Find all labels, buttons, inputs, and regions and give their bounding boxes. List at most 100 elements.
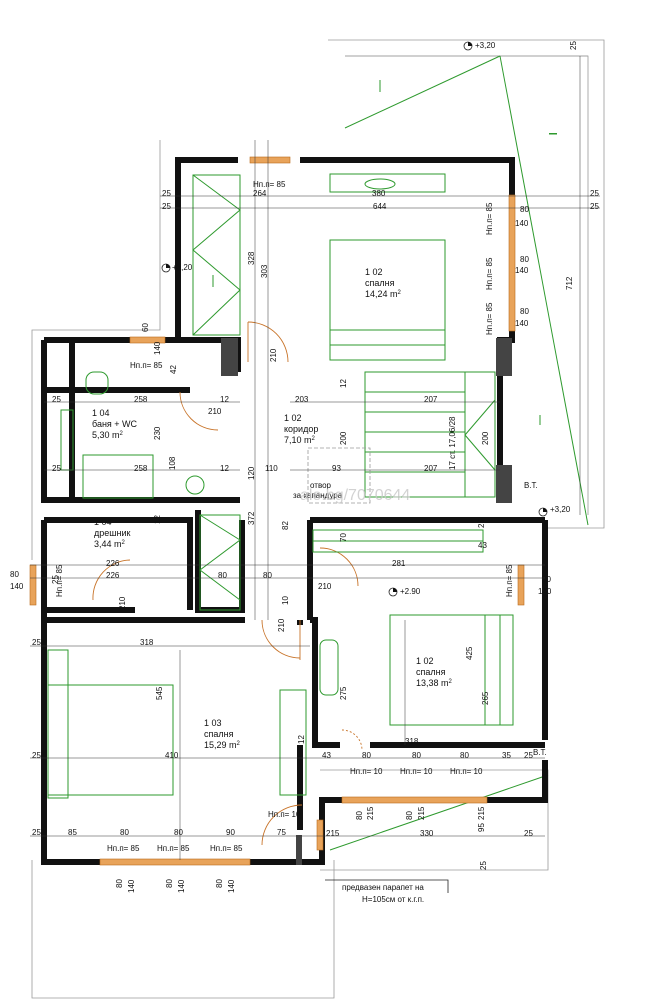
bt-label: B.T. (524, 481, 538, 490)
dim: 80 (218, 571, 227, 580)
dim-vertical: 230 (153, 426, 162, 440)
sill-height-label: Нп.п= 85 (210, 844, 243, 853)
dim: 380 (372, 189, 386, 198)
dim-vertical: 275 (339, 686, 348, 700)
dim: 140 (515, 266, 529, 275)
dim: 93 (332, 464, 341, 473)
dim-vertical: 70 (339, 533, 348, 542)
dim-vertical: 82 (281, 521, 290, 530)
dimension-lines (30, 56, 600, 860)
dim: 25 (32, 638, 41, 647)
parapet-note: предвазен парапет на (342, 883, 424, 892)
dim: 80 (120, 828, 129, 837)
dim: 281 (392, 559, 406, 568)
dim-vertical: 60 (141, 323, 150, 332)
sill-height-label: Нп.п= 10 (350, 767, 383, 776)
terrace-slopes (212, 55, 589, 851)
dim: 25 (524, 751, 533, 760)
level-right-mid: +3,20 (550, 505, 571, 514)
room-bedroom-top: 1 02 спалня 14,24 m2 (365, 267, 402, 299)
room-name: спалня (416, 667, 446, 677)
room-number: 1 03 (204, 718, 222, 728)
walls (41, 157, 548, 865)
dim: 85 (68, 828, 77, 837)
staircase (307, 371, 496, 504)
dim-vertical: 25 (477, 519, 486, 528)
dim: 80 (362, 751, 371, 760)
dim-vertical: 95 (477, 823, 486, 832)
room-bedroom-right: 1 02 спалня 13,38 m2 (416, 656, 453, 688)
room-corridor: 1 02 коридор 7,10 m2 (284, 413, 318, 445)
sill-height-label: Нп.п= 85 (130, 361, 163, 370)
dimension-labels: 264 380 644 25 25 25 25 80 140 80 140 80… (10, 41, 599, 893)
room-bedroom-left: 1 03 спалня 15,29 m2 (204, 718, 241, 750)
room-name: баня + WC (92, 419, 138, 429)
sill-height-label-vertical: Нп.п= 85 (505, 564, 514, 597)
sill-height-label: Нп.п= 10 (450, 767, 483, 776)
dim: 80 (542, 575, 551, 584)
dim: 203 (295, 395, 309, 404)
room-name: спалня (204, 729, 234, 739)
stair-label: 17 ст. 17,06/28 (448, 416, 457, 470)
dim-vertical: 140 (127, 879, 136, 893)
dim: 215 (326, 829, 340, 838)
dim-vertical: 12 (339, 379, 348, 388)
dim-vertical: 215 (417, 806, 426, 820)
dim-vertical: 215 (366, 806, 375, 820)
dim-vertical: 10 (281, 596, 290, 605)
dim: 25 (52, 395, 61, 404)
dim-vertical: 200 (481, 431, 490, 445)
dim: 80 (520, 255, 529, 264)
furniture (47, 173, 514, 799)
room-wardrobe: 1 04 дрешник 3,44 m2 (94, 517, 130, 549)
dim: 25 (52, 464, 61, 473)
room-name: коридор (284, 424, 318, 434)
room-area: 5,30 m2 (92, 430, 124, 440)
sill-height-label: Нп.п= 85 (157, 844, 190, 853)
dim: 25 (32, 751, 41, 760)
sill-height-label-vertical: Нп.п= 85 (485, 202, 494, 235)
dim-vertical: 265 (481, 691, 490, 705)
dim: 210 (318, 582, 332, 591)
dim: 12 (220, 464, 229, 473)
dim-vertical: 140 (177, 879, 186, 893)
dim: 25 (162, 189, 171, 198)
dim-vertical: 80 (215, 879, 224, 888)
dim: 80 (412, 751, 421, 760)
sill-height-label-vertical: Нп.п= 85 (485, 257, 494, 290)
dim-vertical: 25 (51, 575, 60, 584)
room-area: 7,10 m2 (284, 435, 316, 445)
dim-vertical: 210 (269, 348, 278, 362)
dim: 410 (165, 751, 179, 760)
dim-vertical: 425 (465, 646, 474, 660)
dim: 80 (520, 307, 529, 316)
dim: 25 (590, 189, 599, 198)
dim: 210 (208, 407, 222, 416)
parapet-note: H=105см от к.г.п. (362, 895, 424, 904)
dim: 75 (277, 828, 286, 837)
terrace-outlines (31, 39, 605, 999)
opening-label: за капандура (293, 491, 343, 500)
watermark: alo.bg/7070644 (300, 487, 410, 504)
dim: 90 (226, 828, 235, 837)
dim: 35 (502, 751, 511, 760)
dim: 25 (590, 202, 599, 211)
dim: 80 (460, 751, 469, 760)
dim-vertical: 140 (153, 341, 162, 355)
dim: 258 (134, 464, 148, 473)
room-area: 14,24 m2 (365, 289, 402, 299)
windows (29, 156, 525, 866)
dim: 318 (140, 638, 154, 647)
dim-vertical: 200 (339, 431, 348, 445)
room-number: 1 02 (284, 413, 302, 423)
dim: 226 (106, 571, 120, 580)
columns (221, 338, 512, 865)
dim-vertical: 108 (168, 456, 177, 470)
room-number: 1 02 (365, 267, 383, 277)
dim: 207 (424, 464, 438, 473)
dim-vertical: 42 (169, 365, 178, 374)
sill-height-label: Нп.п= 85 (107, 844, 140, 853)
dim-vertical: 545 (155, 686, 164, 700)
dim: 25 (162, 202, 171, 211)
